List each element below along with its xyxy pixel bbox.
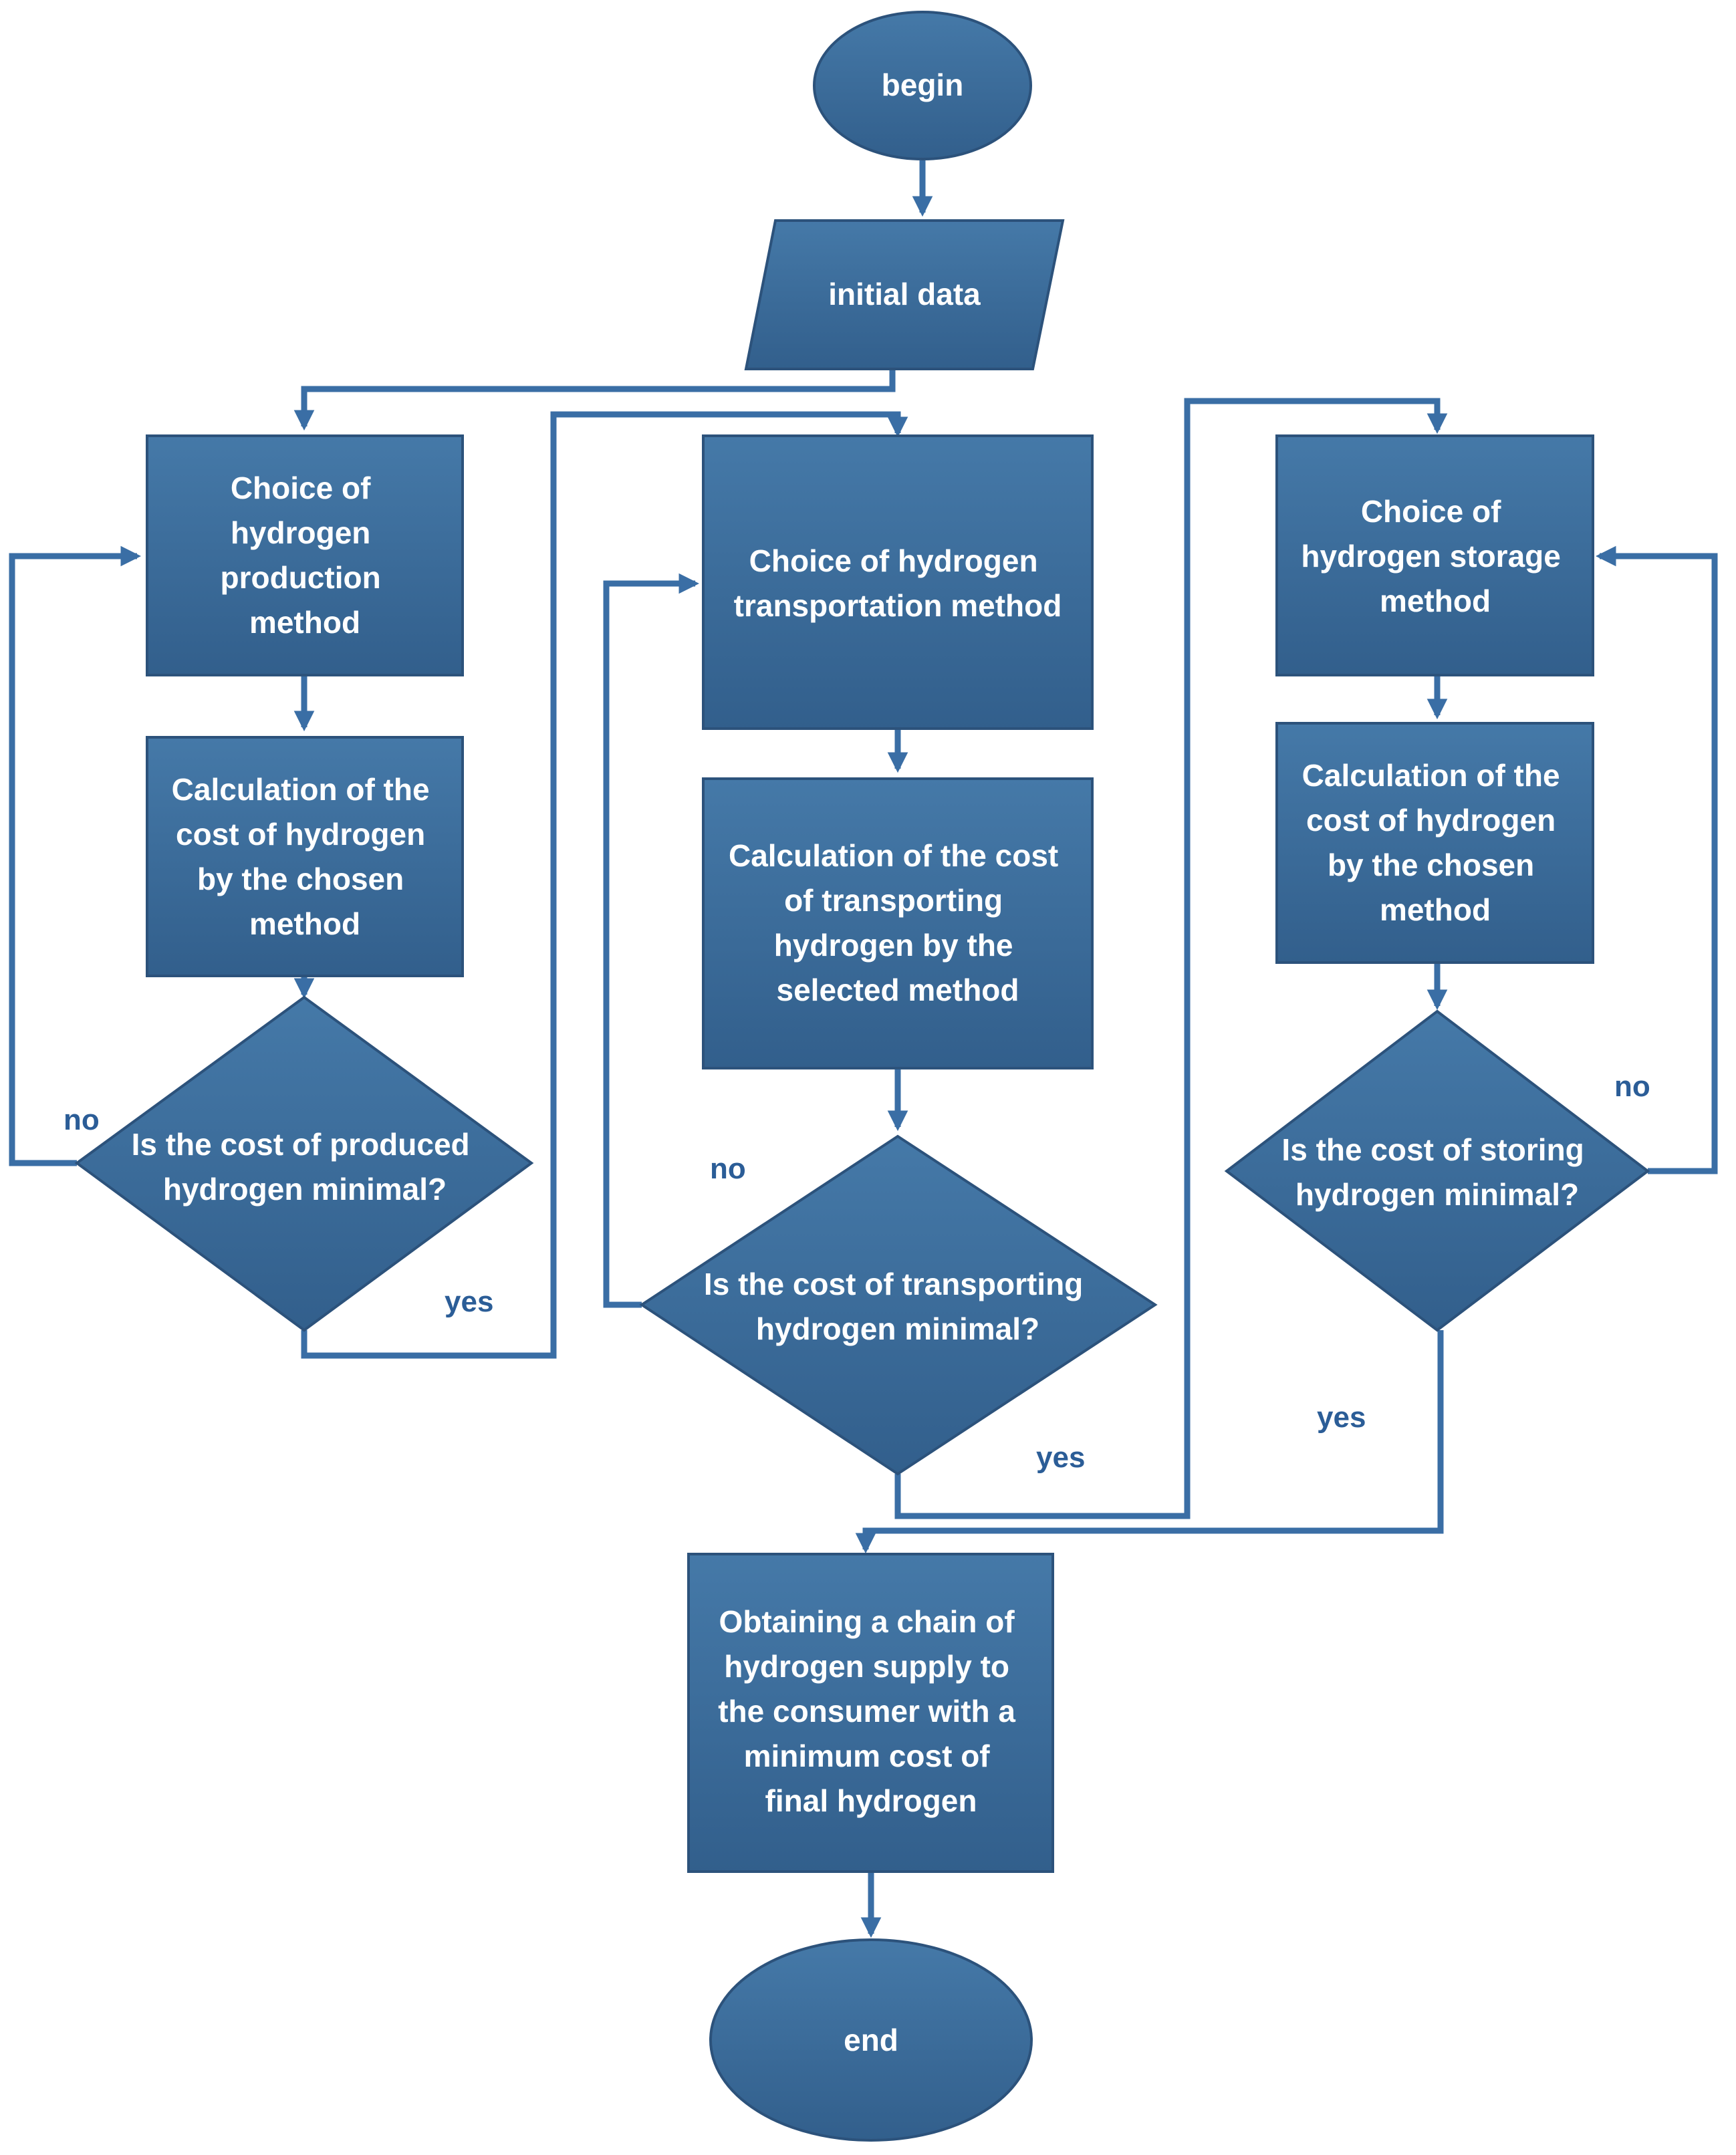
- production-yes-label: yes: [445, 1285, 493, 1318]
- production-cost-label: Calculation of the cost of hydrogen by t…: [172, 772, 439, 941]
- result-label: Obtaining a chain of hydrogen supply to …: [718, 1604, 1024, 1818]
- transport-choice-label: Choice of hydrogen transportation method: [734, 543, 1062, 623]
- production-choice-box: [146, 434, 464, 676]
- connector-storage-yes-to-result: [855, 1330, 1444, 1554]
- end-terminator: [709, 1938, 1033, 2142]
- connector-transport-yes-to-storage: [894, 398, 1448, 1519]
- production-check-diamond: [74, 995, 534, 1332]
- begin-label: begin: [882, 68, 964, 102]
- storage-choice-label: Choice of hydrogen storage method: [1301, 494, 1569, 618]
- transport-choice-box: [702, 434, 1094, 730]
- connector-transport-no-loop: [603, 573, 700, 1308]
- connector-storage-no-loop: [1595, 545, 1718, 1174]
- connector-production-yes-to-transport: [301, 411, 908, 1359]
- connectors: [9, 160, 1718, 1938]
- production-choice-label: Choice of hydrogen production method: [221, 471, 390, 640]
- transport-cost-box: [702, 777, 1094, 1069]
- storage-check-diamond: [1224, 1009, 1650, 1332]
- production-cost-box: [146, 736, 464, 977]
- transport-check-diamond: [639, 1134, 1158, 1476]
- connector-production-no-loop: [9, 545, 142, 1166]
- storage-cost-box: [1275, 722, 1594, 964]
- connector-data-to-production: [293, 369, 896, 431]
- transport-no-label: no: [710, 1152, 746, 1185]
- storage-choice-box: [1275, 434, 1594, 676]
- nodes: [74, 11, 1650, 2142]
- begin-terminator: [813, 11, 1032, 160]
- transport-yes-label: yes: [1036, 1441, 1085, 1474]
- production-check-label: Is the cost of produced hydrogen minimal…: [132, 1127, 479, 1207]
- node-labels: begin initial data Choice of hydrogen pr…: [132, 68, 1592, 2057]
- storage-yes-label: yes: [1317, 1401, 1366, 1434]
- result-box: [687, 1553, 1054, 1873]
- branch-labels: no yes no yes no yes: [64, 1070, 1650, 1474]
- storage-check-label: Is the cost of storing hydrogen minimal?: [1281, 1132, 1592, 1212]
- storage-no-label: no: [1614, 1070, 1650, 1103]
- storage-cost-label: Calculation of the cost of hydrogen by t…: [1302, 758, 1569, 927]
- initial-data-label: initial data: [828, 277, 981, 311]
- production-no-label: no: [64, 1104, 100, 1136]
- transport-check-label: Is the cost of transporting hydrogen min…: [704, 1267, 1092, 1346]
- transport-cost-label: Calculation of the cost of transporting …: [729, 838, 1067, 1007]
- initial-data-parallelogram: [744, 219, 1065, 370]
- end-label: end: [844, 2023, 898, 2057]
